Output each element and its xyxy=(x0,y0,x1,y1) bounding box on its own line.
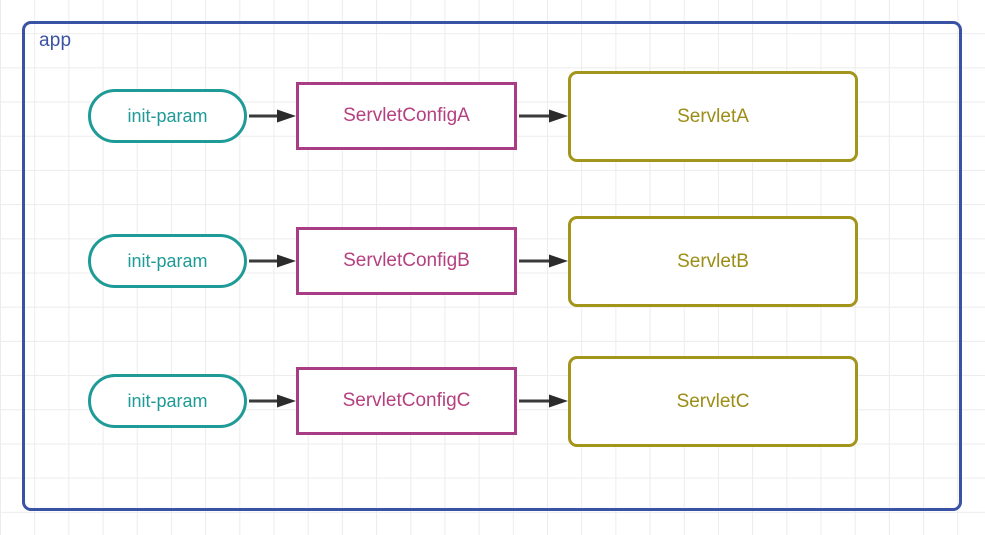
arrow-init-param-to-config-3 xyxy=(249,394,296,408)
arrow-config-to-servlet-3 xyxy=(519,394,568,408)
servlet-config-label-1: ServletConfigA xyxy=(343,105,470,126)
servlet-node-2[interactable]: ServletB xyxy=(568,216,858,307)
servlet-config-label-2: ServletConfigB xyxy=(343,250,470,271)
arrow-config-to-servlet-2 xyxy=(519,254,568,268)
arrow-config-to-servlet-1 xyxy=(519,109,568,123)
init-param-node-2[interactable]: init-param xyxy=(88,234,247,288)
arrow-init-param-to-config-1 xyxy=(249,109,296,123)
arrow-init-param-to-config-2 xyxy=(249,254,296,268)
servlet-node-1[interactable]: ServletA xyxy=(568,71,858,162)
servlet-config-node-3[interactable]: ServletConfigC xyxy=(296,367,517,435)
app-container: app xyxy=(22,21,962,511)
servlet-label-2: ServletB xyxy=(677,250,749,272)
servlet-label-3: ServletC xyxy=(676,390,750,412)
servlet-config-node-2[interactable]: ServletConfigB xyxy=(296,227,517,295)
init-param-label-2: init-param xyxy=(127,250,208,271)
init-param-label-1: init-param xyxy=(127,105,208,126)
init-param-node-1[interactable]: init-param xyxy=(88,89,247,143)
servlet-config-node-1[interactable]: ServletConfigA xyxy=(296,82,517,150)
servlet-label-1: ServletA xyxy=(677,105,749,127)
init-param-node-3[interactable]: init-param xyxy=(88,374,247,428)
init-param-label-3: init-param xyxy=(127,390,208,411)
app-container-label: app xyxy=(39,30,72,51)
servlet-node-3[interactable]: ServletC xyxy=(568,356,858,447)
servlet-config-label-3: ServletConfigC xyxy=(342,390,471,411)
